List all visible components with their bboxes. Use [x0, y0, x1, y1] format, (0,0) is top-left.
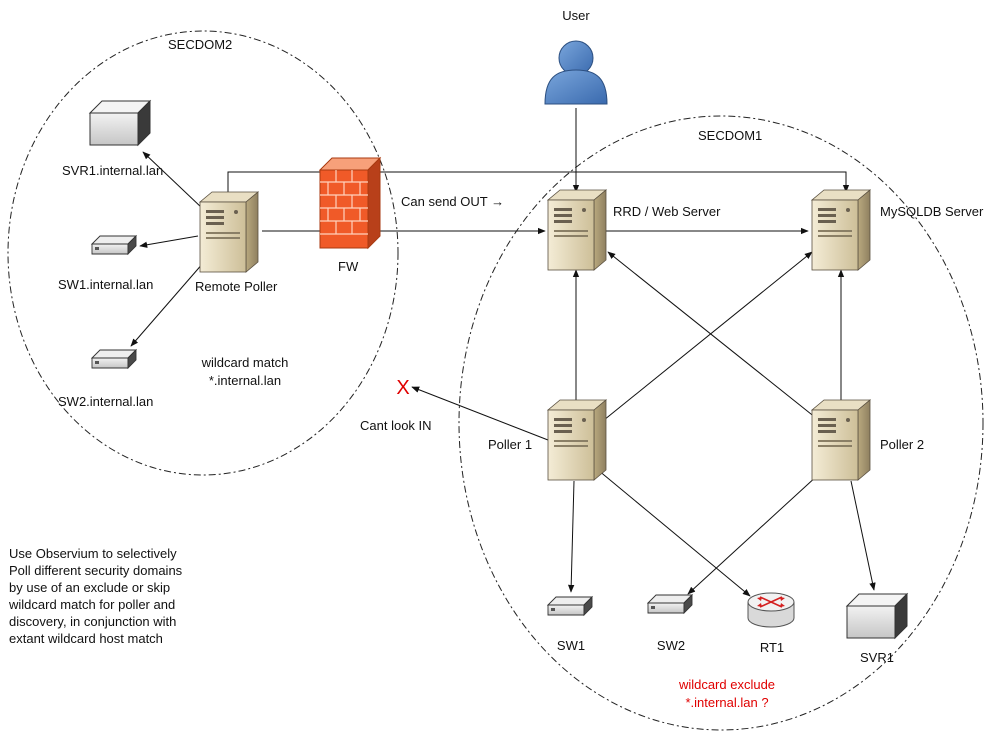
rt1-label: RT1 [760, 640, 784, 655]
user-label: User [562, 8, 590, 23]
sw2-internal-label: SW2.internal.lan [58, 394, 153, 409]
poller2-label: Poller 2 [880, 437, 924, 452]
rrd-web-label: RRD / Web Server [613, 204, 721, 219]
sw1-internal-label: SW1.internal.lan [58, 277, 153, 292]
secdom1-label: SECDOM1 [698, 128, 762, 143]
remote-poller-label: Remote Poller [195, 279, 278, 294]
sw1-label: SW1 [557, 638, 585, 653]
rrd-web-server-icon[interactable] [547, 189, 607, 271]
svr1-label: SVR1 [860, 650, 894, 665]
svr1-internal-server-icon[interactable] [89, 100, 151, 146]
wildcard-exclude-line1: wildcard exclude [678, 677, 775, 692]
can-send-out-label: Can send OUT → [401, 194, 504, 209]
poller1-server-icon[interactable] [547, 399, 607, 481]
wildcard-exclude-line2: *.internal.lan ? [685, 695, 768, 710]
secdom2-label: SECDOM2 [168, 37, 232, 52]
wildcard-match-line1: wildcard match [201, 355, 289, 370]
mysql-server-icon[interactable] [811, 189, 871, 271]
poller2-server-icon[interactable] [811, 399, 871, 481]
poller1-label: Poller 1 [488, 437, 532, 452]
sw1-switch-icon[interactable] [547, 596, 593, 616]
mysql-label: MySQLDB Server [880, 204, 984, 219]
fw-label: FW [338, 259, 359, 274]
remote-poller-server-icon[interactable] [199, 191, 259, 273]
sw2-label: SW2 [657, 638, 685, 653]
firewall-icon[interactable] [318, 156, 382, 250]
rt1-router-icon[interactable] [747, 592, 795, 628]
blocked-x-mark: X [396, 377, 409, 399]
secdom2-boundary [7, 30, 399, 476]
connectors [130, 108, 876, 597]
secdom1-boundary [458, 115, 984, 731]
sw1-internal-switch-icon[interactable] [91, 235, 137, 255]
description-note: Use Observium to selectively Poll differ… [9, 546, 183, 646]
svr1-server-icon[interactable] [846, 593, 908, 639]
sw2-switch-icon[interactable] [647, 594, 693, 614]
sw2-internal-switch-icon[interactable] [91, 349, 137, 369]
user-icon[interactable] [544, 40, 608, 105]
cant-look-in-label: Cant look IN [360, 418, 432, 433]
svr1-internal-label: SVR1.internal.lan [62, 163, 163, 178]
wildcard-match-line2: *.internal.lan [209, 373, 281, 388]
